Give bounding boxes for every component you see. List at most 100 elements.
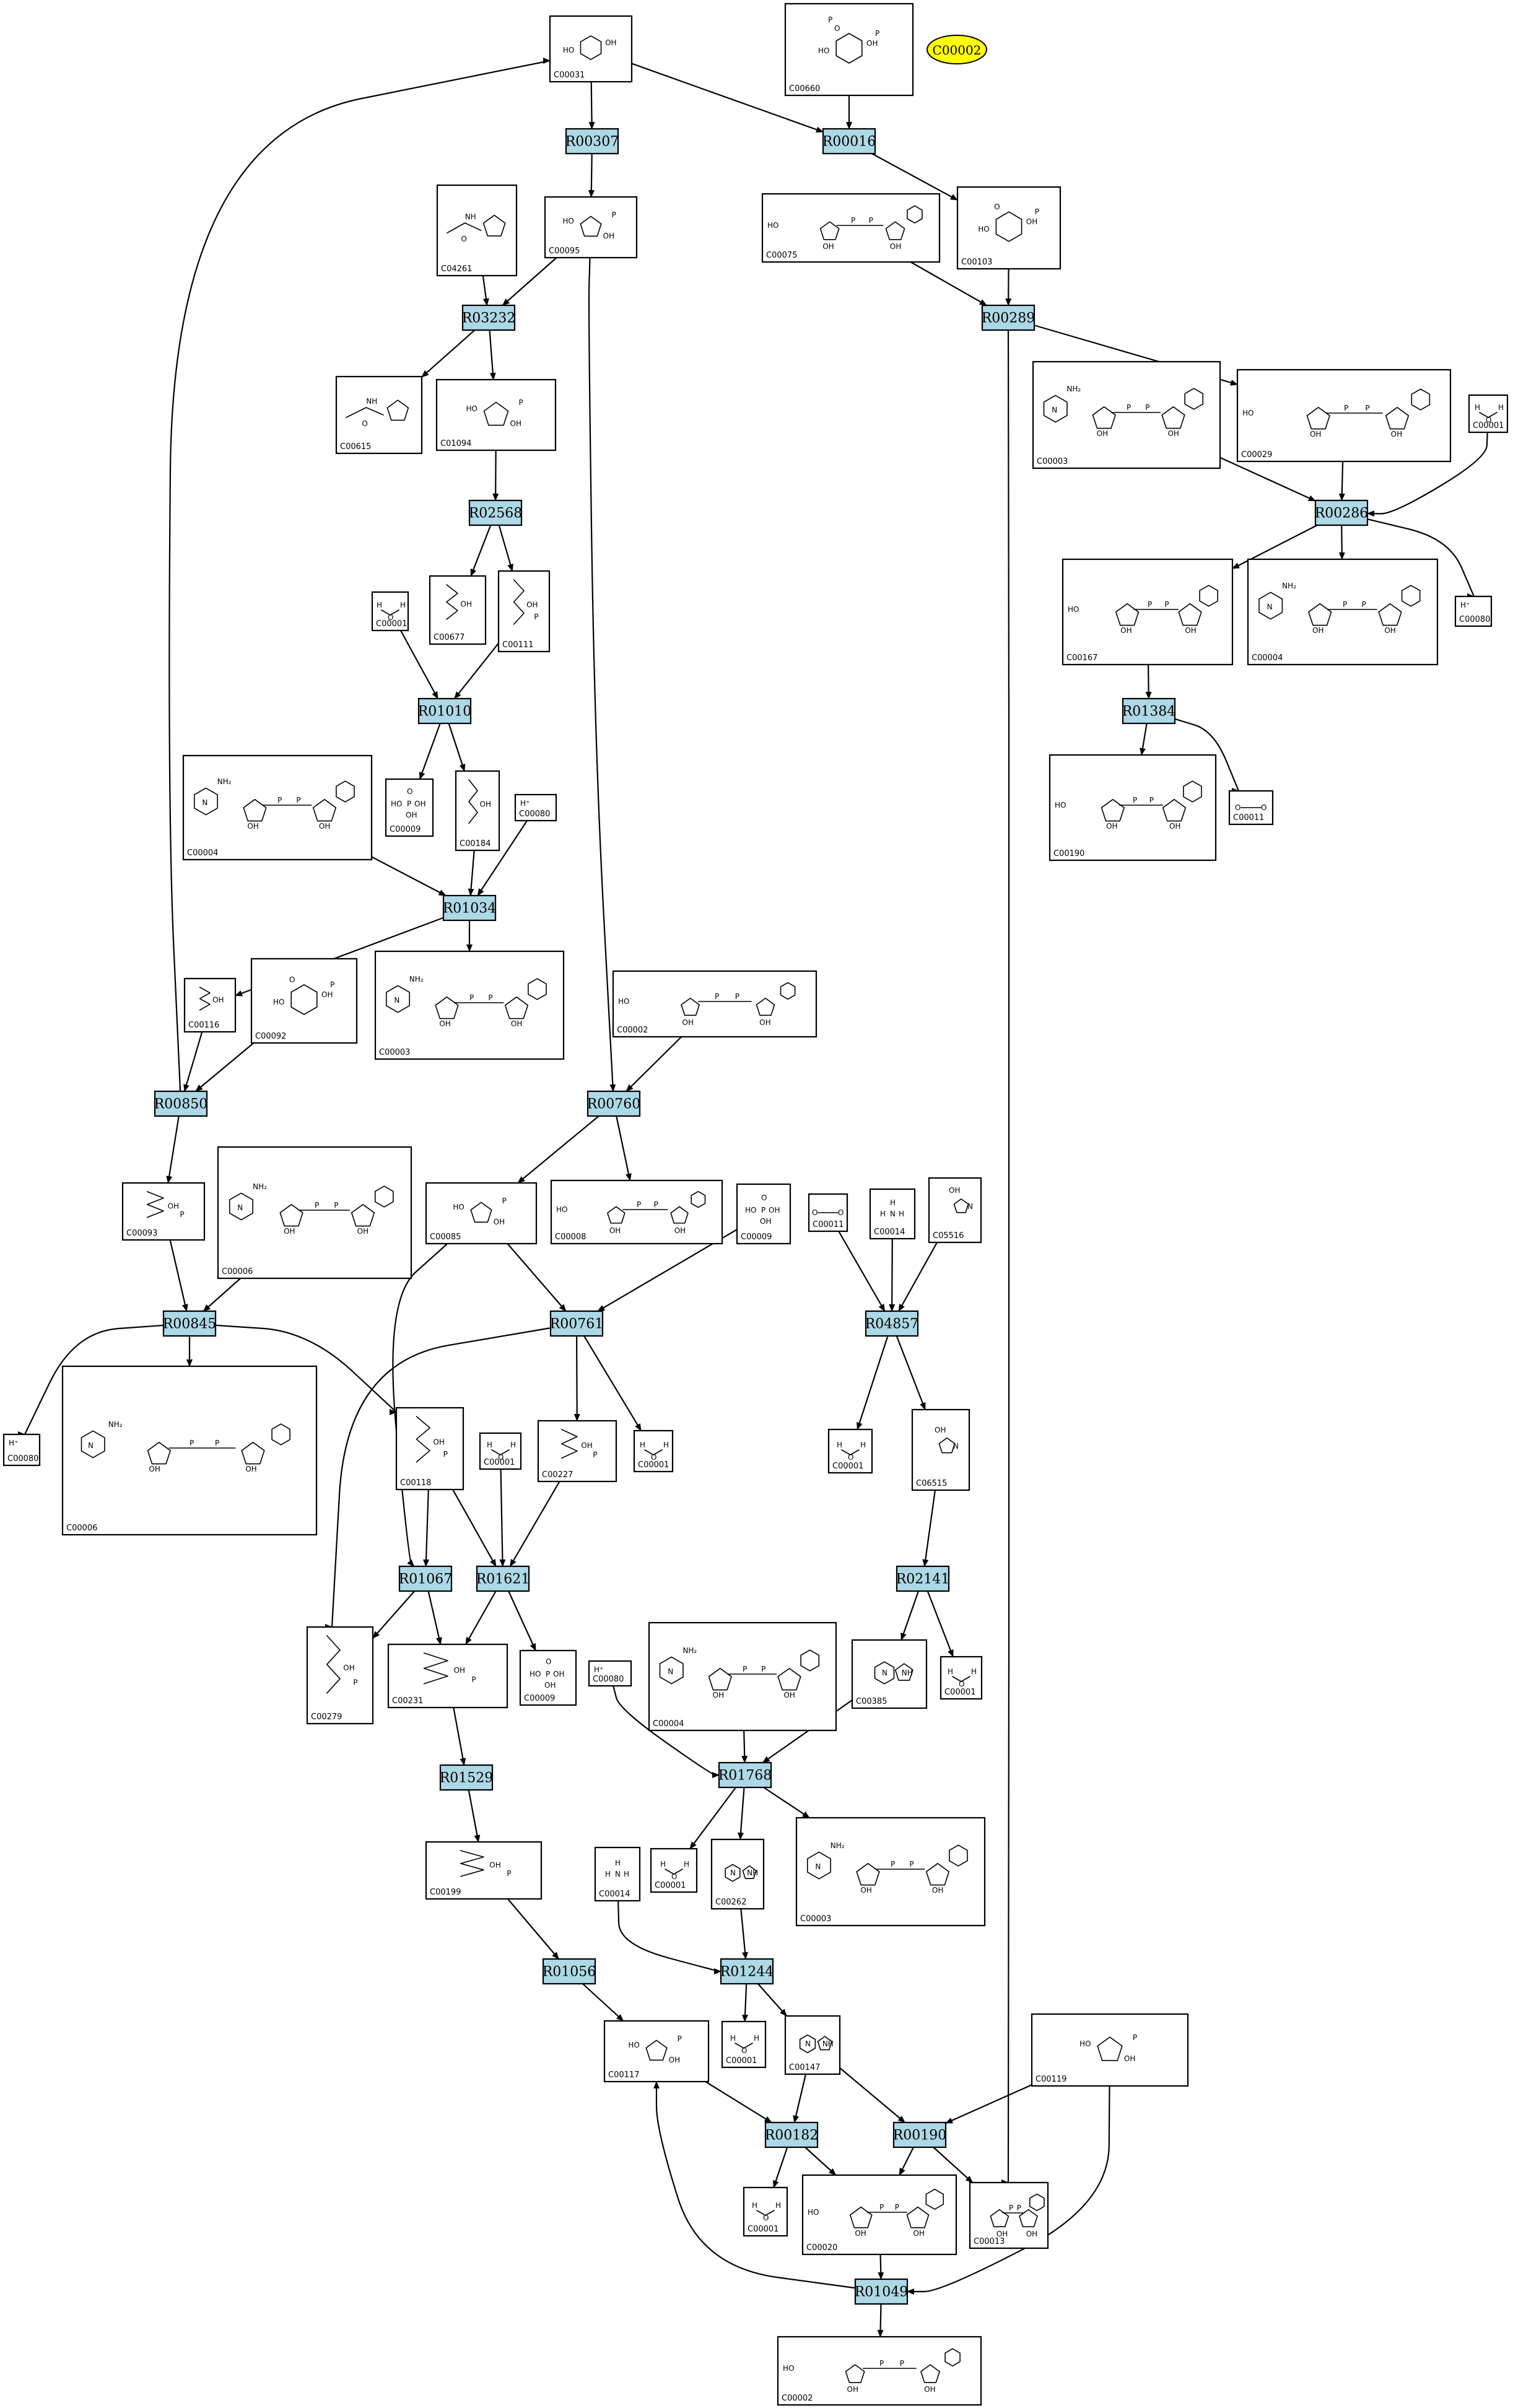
compound-node[interactable]: H⁺C00080 (588, 1660, 632, 1687)
reaction-box (461, 304, 516, 331)
svg-text:OH: OH (890, 242, 901, 251)
edge-arrow (215, 1324, 397, 1413)
reaction-box (865, 1310, 919, 1337)
reaction-node[interactable]: R00289 (982, 304, 1036, 331)
reaction-node[interactable]: R00182 (765, 2121, 819, 2148)
reaction-node[interactable]: R00307 (565, 128, 619, 155)
reaction-node[interactable]: R02568 (469, 499, 523, 526)
compound-label: C00095 (549, 246, 580, 256)
reaction-node[interactable]: R01010 (418, 697, 472, 725)
svg-text:OH: OH (149, 1465, 160, 1473)
reaction-node[interactable]: R03232 (461, 304, 516, 331)
reaction-node[interactable]: R01049 (855, 2278, 909, 2305)
reaction-node[interactable]: R00190 (893, 2121, 947, 2148)
reaction-node[interactable]: R00850 (154, 1090, 208, 1117)
reaction-node[interactable]: R00761 (550, 1310, 604, 1337)
reaction-node[interactable]: R01621 (476, 1565, 530, 1592)
reaction-node[interactable]: R01056 (543, 1958, 596, 1985)
svg-text:N: N (202, 798, 207, 807)
reaction-node[interactable]: R02141 (896, 1565, 950, 1592)
reaction-node[interactable]: R00016 (822, 128, 876, 155)
reaction-node[interactable]: R01034 (443, 894, 497, 922)
reaction-node[interactable]: R01529 (440, 1764, 494, 1791)
svg-text:NH₂: NH₂ (108, 1420, 123, 1429)
reaction-node[interactable]: R01067 (399, 1565, 453, 1592)
compound-node[interactable]: H⁺C00080 (2, 1433, 41, 1467)
compound-node[interactable]: H⁺C00080 (514, 793, 557, 822)
svg-text:OH: OH (1124, 2054, 1135, 2063)
reaction-node[interactable]: R04857 (865, 1310, 919, 1337)
compound-box (784, 2, 914, 97)
highlight-node[interactable]: C00002 (927, 35, 987, 64)
structure-drawing: OH (199, 987, 224, 1011)
reaction-node[interactable]: R00286 (1315, 499, 1369, 526)
compound-node[interactable]: H⁺C00080 (1454, 595, 1493, 627)
reaction-node[interactable]: R01384 (1122, 697, 1176, 725)
reaction-node[interactable]: R01244 (720, 1958, 774, 1985)
reaction-node[interactable]: R00845 (163, 1310, 217, 1337)
reaction-node[interactable]: R00760 (587, 1090, 641, 1117)
reaction-node[interactable]: R01768 (718, 1761, 772, 1789)
